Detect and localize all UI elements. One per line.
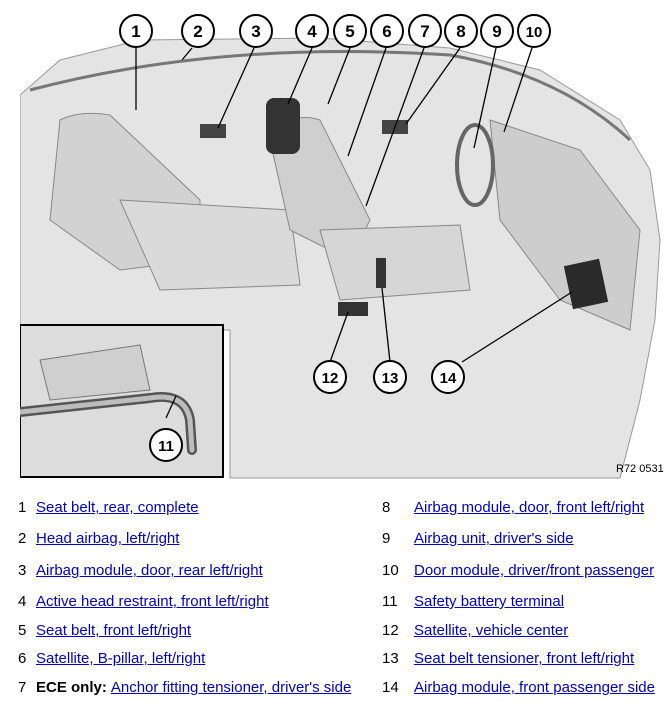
svg-text:12: 12	[322, 370, 339, 387]
legend-number: 10	[382, 562, 399, 579]
legend-link-active-head-restraint[interactable]: Active head restraint, front left/right	[36, 593, 269, 610]
legend-link-airbag-door-rear[interactable]: Airbag module, door, rear left/right	[36, 562, 263, 579]
legend-link-belt-tensioner-front[interactable]: Seat belt tensioner, front left/right	[414, 650, 635, 667]
svg-text:6: 6	[382, 22, 391, 41]
svg-text:3: 3	[251, 22, 260, 41]
callout-14: 14	[431, 360, 465, 394]
legend-number: 12	[382, 622, 399, 639]
legend-link-airbag-door-front[interactable]: Airbag module, door, front left/right	[414, 499, 645, 516]
legend-item-4: 4 Active head restraint, front left/right	[18, 591, 269, 613]
steering-wheel	[455, 123, 495, 207]
svg-text:4: 4	[307, 22, 317, 41]
legend-number: 7	[18, 679, 27, 696]
legend-number: 14	[382, 679, 399, 696]
svg-text:9: 9	[492, 22, 501, 41]
legend-item-13: 13 Seat belt tensioner, front left/right	[382, 648, 634, 670]
legend-item-12: 12 Satellite, vehicle center	[382, 620, 568, 642]
legend-item-11: 11 Safety battery terminal	[382, 591, 564, 613]
legend-link-airbag-driver[interactable]: Airbag unit, driver's side	[414, 530, 574, 547]
legend-link-seat-belt-rear[interactable]: Seat belt, rear, complete	[36, 499, 199, 516]
legend-item-1: 1 Seat belt, rear, complete	[18, 497, 199, 519]
callout-5: 5	[333, 14, 367, 48]
legend-number: 5	[18, 622, 27, 639]
callout-10: 10	[517, 14, 551, 48]
legend-link-airbag-passenger[interactable]: Airbag module, front passenger side	[414, 679, 655, 696]
rear-door-module	[200, 124, 226, 138]
legend-item-9: 9 Airbag unit, driver's side	[382, 528, 574, 550]
legend-number: 8	[382, 499, 391, 516]
legend-number: 13	[382, 650, 399, 667]
callout-12: 12	[313, 360, 347, 394]
legend-link-seat-belt-front[interactable]: Seat belt, front left/right	[36, 622, 192, 639]
legend-item-10: 10 Door module, driver/front passenger	[382, 560, 654, 582]
legend-number: 4	[18, 593, 27, 610]
center-satellite	[338, 302, 368, 316]
svg-text:13: 13	[382, 370, 399, 387]
svg-text:1: 1	[131, 22, 140, 41]
callout-1: 1	[119, 14, 153, 48]
callout-7: 7	[408, 14, 442, 48]
legend-item-3: 3 Airbag module, door, rear left/right	[18, 560, 263, 582]
legend-number: 2	[18, 530, 27, 547]
rear-seat-cushion	[119, 199, 301, 291]
legend-item-7: 7 ECE only:Anchor fitting tensioner, driv…	[18, 677, 351, 699]
callout-4: 4	[295, 14, 329, 48]
legend-item-14: 14 Airbag module, front passenger side	[382, 677, 655, 699]
vehicle-diagram: 1 2 3 4 5 6 7 8 9 10 11 12 13 14 R72 053…	[20, 0, 672, 480]
svg-text:11: 11	[158, 438, 174, 455]
callout-8: 8	[444, 14, 478, 48]
legend-item-6: 6 Satellite, B-pillar, left/right	[18, 648, 205, 670]
legend-link-door-module[interactable]: Door module, driver/front passenger	[414, 562, 655, 579]
legend-prefix-ece: ECE only:	[36, 679, 107, 696]
legend-item-5: 5 Seat belt, front left/right	[18, 620, 191, 642]
callout-13: 13	[373, 360, 407, 394]
leader-lines	[135, 47, 573, 419]
svg-text:14: 14	[440, 370, 457, 387]
callout-3: 3	[239, 14, 273, 48]
svg-text:7: 7	[420, 22, 429, 41]
legend-link-head-airbag[interactable]: Head airbag, left/right	[36, 530, 180, 547]
legend-item-2: 2 Head airbag, left/right	[18, 528, 179, 550]
callout-2: 2	[181, 14, 215, 48]
figure-code: R72 0531	[616, 463, 664, 475]
legend-number: 6	[18, 650, 27, 667]
vehicle-illustration	[20, 37, 661, 479]
svg-text:2: 2	[193, 22, 202, 41]
legend-link-satellite-center[interactable]: Satellite, vehicle center	[414, 622, 569, 639]
legend-link-anchor-fitting-tensioner[interactable]: Anchor fitting tensioner, driver's side	[110, 679, 352, 696]
inset-battery	[39, 344, 151, 401]
callout-9: 9	[480, 14, 514, 48]
belt-tensioner	[376, 258, 386, 288]
legend-number: 9	[382, 530, 391, 547]
front-seat-cushion	[319, 224, 471, 301]
legend-number: 3	[18, 562, 27, 579]
callout-11: 11	[149, 428, 183, 462]
callout-6: 6	[370, 14, 404, 48]
legend-number: 11	[382, 593, 398, 610]
legend-link-safety-battery-terminal[interactable]: Safety battery terminal	[414, 593, 565, 610]
svg-text:5: 5	[345, 22, 354, 41]
legend-number: 1	[18, 499, 27, 516]
passenger-airbag-module	[563, 258, 609, 310]
svg-text:10: 10	[526, 24, 543, 41]
svg-text:8: 8	[456, 22, 465, 41]
callout-layer: 1 2 3 4 5 6 7 8 9 10 11 12 13 14 R72 053…	[119, 14, 664, 475]
legend-item-8: 8 Airbag module, door, front left/right	[382, 497, 644, 519]
legend-link-satellite-b-pillar[interactable]: Satellite, B-pillar, left/right	[36, 650, 206, 667]
inset-cable-core	[20, 394, 195, 453]
head-restraint	[266, 98, 300, 154]
